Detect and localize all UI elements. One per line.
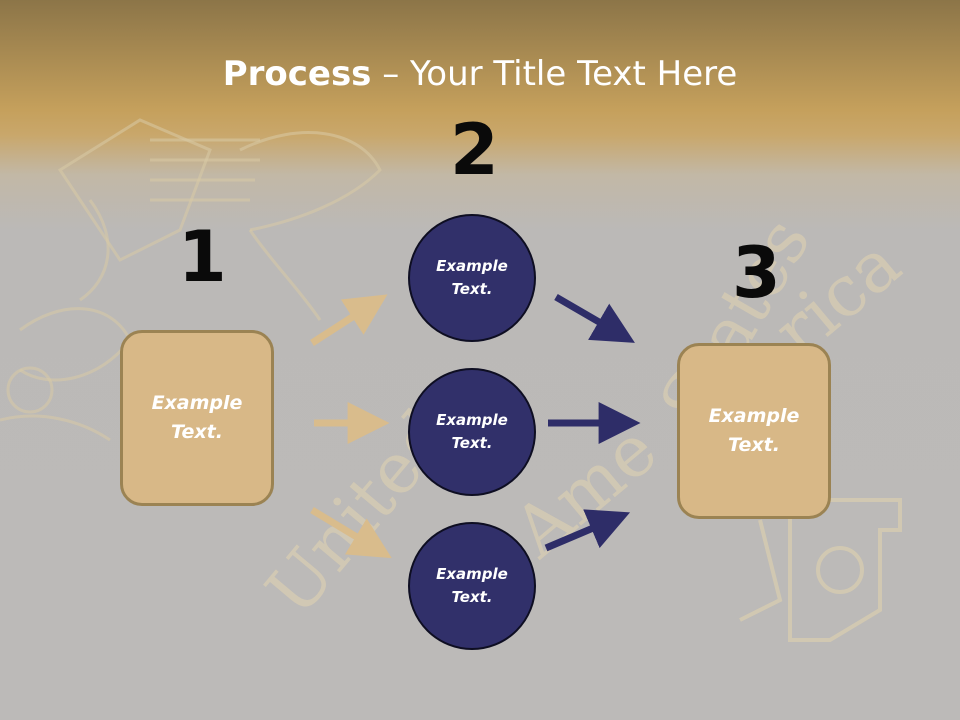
step-number-1: 1 — [178, 216, 227, 298]
left-box-label: Example Text. — [151, 392, 243, 443]
title-rest: – Your Title Text Here — [371, 54, 738, 94]
navy-arrow-up — [544, 509, 631, 552]
step-number-3: 3 — [732, 232, 781, 314]
tan-arrow-up — [310, 294, 388, 346]
circle-middle-label: Example Text. — [436, 411, 508, 452]
tan-arrow-down — [310, 507, 392, 559]
right-process-box: Example Text. — [677, 343, 831, 519]
circle-bottom-label: Example Text. — [436, 565, 508, 606]
left-process-box: Example Text. — [120, 330, 274, 506]
process-circle-middle: Example Text. — [408, 368, 536, 496]
process-circle-top: Example Text. — [408, 214, 536, 342]
step-number-2: 2 — [450, 109, 499, 191]
process-circle-bottom: Example Text. — [408, 522, 536, 650]
navy-arrow-down — [554, 293, 635, 343]
right-box-label: Example Text. — [708, 405, 800, 456]
title-bold: Process — [222, 54, 372, 94]
slide-title: Process – Your Title Text Here — [0, 52, 960, 96]
circle-top-label: Example Text. — [436, 257, 508, 298]
